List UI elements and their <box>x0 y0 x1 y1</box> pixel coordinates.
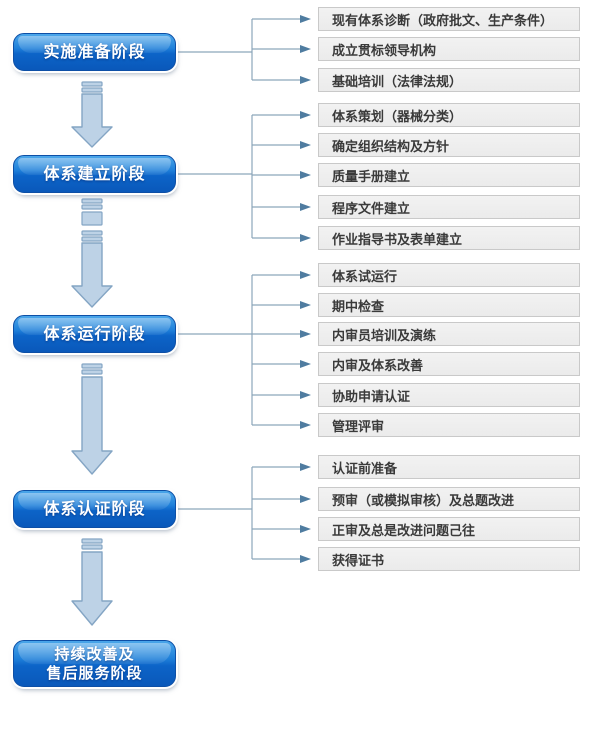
process-item: 成立贯标领导机构 <box>318 37 580 61</box>
down-arrow-segment <box>81 369 103 375</box>
process-item: 现有体系诊断（政府批文、生产条件） <box>318 7 580 31</box>
process-item: 获得证书 <box>318 547 580 571</box>
branch-arrowhead-icon <box>300 495 311 503</box>
down-arrow-segment <box>81 236 103 242</box>
branch-arrowhead-icon <box>300 171 311 179</box>
process-item: 作业指导书及表单建立 <box>318 226 580 250</box>
branch-arrowhead-icon <box>300 421 311 429</box>
down-arrow-segment <box>81 538 103 544</box>
process-item: 协助申请认证 <box>318 383 580 407</box>
process-item: 体系试运行 <box>318 263 580 287</box>
down-arrow-icon <box>71 242 113 308</box>
stage-label: 体系建立阶段 <box>43 164 146 183</box>
branch-arrowhead-icon <box>300 555 311 563</box>
process-item: 确定组织结构及方针 <box>318 133 580 157</box>
stage-button-2: 体系建立阶段 <box>13 155 176 193</box>
stage-label: 体系运行阶段 <box>43 324 146 343</box>
branch-arrowhead-icon <box>300 463 311 471</box>
process-item: 认证前准备 <box>318 455 580 479</box>
process-item: 内审员培训及演练 <box>318 322 580 346</box>
branch-arrowhead-icon <box>300 271 311 279</box>
stage-button-3: 体系运行阶段 <box>13 315 176 353</box>
branch-arrowhead-icon <box>300 141 311 149</box>
branch-arrowhead-icon <box>300 15 311 23</box>
branch-arrowhead-icon <box>300 45 311 53</box>
stage-button-4: 体系认证阶段 <box>13 490 176 528</box>
process-item: 预审（或模拟审核）及总题改进 <box>318 487 580 511</box>
down-arrow-segment <box>81 198 103 204</box>
down-arrow-segment <box>81 211 103 226</box>
stage-button-1: 实施准备阶段 <box>13 33 176 71</box>
process-item: 期中检查 <box>318 293 580 317</box>
stage-button-5: 持续改善及售后服务阶段 <box>13 640 176 687</box>
stage-label: 体系认证阶段 <box>43 499 146 518</box>
branch-arrowhead-icon <box>300 330 311 338</box>
process-item: 基础培训（法律法规） <box>318 68 580 92</box>
process-item: 内审及体系改善 <box>318 352 580 376</box>
branch-arrowhead-icon <box>300 391 311 399</box>
branch-arrowhead-icon <box>300 525 311 533</box>
down-arrow-icon <box>71 376 113 475</box>
down-arrow-segment <box>81 363 103 369</box>
stage-label: 持续改善及 <box>54 644 135 663</box>
branch-arrowhead-icon <box>300 203 311 211</box>
stage-label: 实施准备阶段 <box>43 42 146 61</box>
branch-arrowhead-icon <box>300 234 311 242</box>
down-arrow-segment <box>81 544 103 550</box>
branch-arrowhead-icon <box>300 301 311 309</box>
stage-label: 售后服务阶段 <box>46 663 143 682</box>
down-arrow-segment <box>81 87 103 93</box>
process-item: 体系策划（器械分类） <box>318 103 580 127</box>
process-item: 正审及总是改进问题己往 <box>318 517 580 541</box>
branch-arrowhead-icon <box>300 111 311 119</box>
down-arrow-icon <box>71 93 113 148</box>
down-arrow-segment <box>81 230 103 236</box>
branch-arrowhead-icon <box>300 76 311 84</box>
down-arrow-segment <box>81 204 103 210</box>
down-arrow-icon <box>71 551 113 626</box>
process-item: 程序文件建立 <box>318 195 580 219</box>
down-arrow-segment <box>81 81 103 87</box>
process-item: 质量手册建立 <box>318 163 580 187</box>
branch-arrowhead-icon <box>300 360 311 368</box>
process-item: 管理评审 <box>318 413 580 437</box>
